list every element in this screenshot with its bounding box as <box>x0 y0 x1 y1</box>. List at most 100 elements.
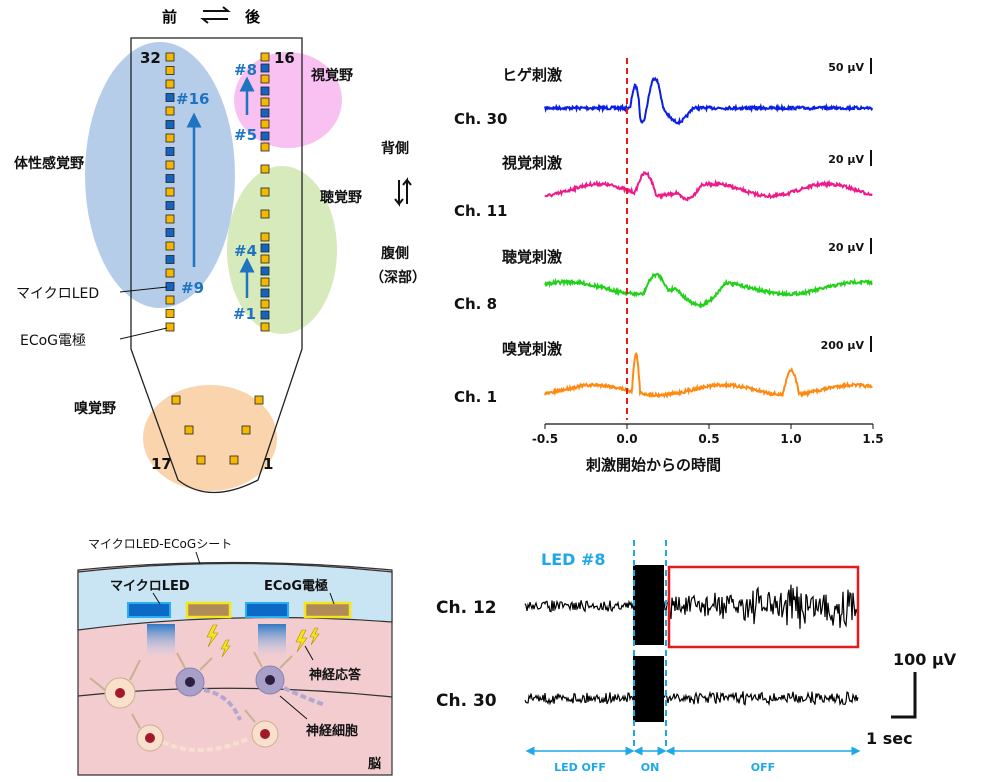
auditory-label: 聴覚野 <box>320 189 362 206</box>
front-back-arrows-icon <box>200 6 231 24</box>
led-on-artifact <box>633 565 664 645</box>
ecog-electrode <box>260 97 270 107</box>
evoked-trace <box>544 272 873 309</box>
x-tick-label: -0.5 <box>532 432 558 446</box>
channel-label: Ch. 11 <box>454 202 507 220</box>
neurons <box>89 651 326 752</box>
ecog-electrode <box>260 187 270 197</box>
channel-1: 1 <box>263 455 273 473</box>
evoked-response-panel: ヒゲ刺激 Ch. 30 視覚刺激 Ch. 11 聴覚刺激 Ch. 8 嗅覚刺激 … <box>454 58 884 474</box>
scale-label: 20 µV <box>828 153 864 166</box>
micro-led <box>260 63 270 73</box>
x-tick-label: 0.5 <box>698 432 719 446</box>
ecog-electrode <box>165 106 175 116</box>
scale-label: 50 µV <box>828 61 864 74</box>
ecog-electrode <box>165 66 175 75</box>
ecog-electrode <box>165 322 175 332</box>
channel-label: Ch. 8 <box>454 295 497 313</box>
scale-voltage: 100 µV <box>893 650 957 669</box>
led-number-5: #5 <box>234 126 257 144</box>
phase-label: ON <box>641 761 660 774</box>
ecog-leader <box>119 327 168 340</box>
channel-label: Ch. 30 <box>454 110 507 128</box>
micro-led <box>260 131 270 141</box>
optogenetic-panel: LED #8 Ch. 12 Ch. 30 100 µV 1 sec LED OF… <box>436 540 957 774</box>
probe-map: 前 後 #16 #9 #8 #5 #4 #1 32 16 17 1 体性感覚 <box>14 6 426 494</box>
led-number-9: #9 <box>181 279 204 297</box>
ecog-electrode <box>196 455 206 465</box>
ecog-electrode <box>165 187 175 197</box>
ecog-electrode <box>171 395 181 405</box>
x-tick-label: 1.5 <box>862 432 883 446</box>
back-label: 後 <box>244 8 261 26</box>
ecog-electrode <box>165 133 175 143</box>
micro-led-chip <box>127 602 171 618</box>
stimulus-label: 嗅覚刺激 <box>502 340 563 358</box>
micro-led <box>165 120 175 129</box>
micro-led-pointer <box>152 592 161 605</box>
ventral-sub-label: （深部） <box>370 269 426 286</box>
dorsal-label: 背側 <box>381 140 409 157</box>
micro-led <box>165 147 175 156</box>
light-beam <box>147 624 175 659</box>
ecog-electrode <box>165 52 175 62</box>
neuron-label: 神経細胞 <box>306 723 358 739</box>
ecog-electrode <box>260 142 270 152</box>
ecog-electrode <box>241 425 251 435</box>
ecog-electrode <box>260 277 270 287</box>
scale-label: 20 µV <box>828 241 864 254</box>
channel-32: 32 <box>140 49 161 67</box>
auditory-region <box>227 166 337 334</box>
recording-trace <box>524 584 859 629</box>
led-on-artifact <box>633 656 664 722</box>
light-beam <box>258 624 286 659</box>
ecog-electrode <box>260 119 270 129</box>
somatosensory-label: 体性感覚野 <box>14 155 84 172</box>
micro-led <box>260 86 270 96</box>
ecog-electrode <box>229 455 239 465</box>
ecog-electrode <box>254 395 264 405</box>
micro-led <box>165 93 175 102</box>
ecog-electrode <box>260 254 270 264</box>
x-tick-label: 1.0 <box>780 432 801 446</box>
ecog-electrode <box>165 214 175 224</box>
ecog-electrode <box>260 164 270 174</box>
front-label: 前 <box>162 8 177 26</box>
micro-led <box>165 282 175 291</box>
ecog-electrode <box>260 52 270 62</box>
ecog-electrode <box>165 241 175 251</box>
sheet-leader <box>195 551 201 565</box>
ecog-electrode <box>260 322 270 332</box>
ecog-electrode <box>185 601 232 619</box>
neural-response-label: 神経応答 <box>309 667 362 683</box>
ecog-electrode <box>165 295 175 305</box>
x-tick-label: 0.0 <box>616 432 637 446</box>
response-pointer <box>304 645 314 661</box>
micro-led <box>260 243 270 253</box>
visual-label: 視覚野 <box>310 67 353 84</box>
micro-led <box>165 255 175 264</box>
recording-trace <box>524 690 859 707</box>
ecog-electrode <box>165 79 175 89</box>
phase-label: LED OFF <box>554 761 606 774</box>
micro-led <box>165 174 175 183</box>
ecog-electrode <box>260 209 270 219</box>
micro-led <box>260 310 270 320</box>
device-schematic: マイクロLED-ECoGシート マイクロLED ECoG電極 神経応答 神経細胞… <box>77 537 393 776</box>
channel-label: Ch. 1 <box>454 388 497 406</box>
scale-label: 200 µV <box>821 339 865 352</box>
ecog-electrode <box>260 299 270 309</box>
x-axis-label: 刺激開始からの時間 <box>586 456 721 474</box>
ecog-electrode <box>184 425 194 435</box>
neuron-pointer <box>279 695 308 720</box>
ecog-electrode <box>165 160 175 170</box>
ecog-pointer <box>329 592 335 605</box>
micro-led <box>260 288 270 298</box>
micro-led-chip <box>245 602 289 618</box>
lightning-icon <box>206 624 320 658</box>
stimulus-label: 視覚刺激 <box>501 154 563 172</box>
scale-bar <box>891 672 917 719</box>
channel-label: Ch. 12 <box>436 598 497 618</box>
evoked-trace <box>544 351 874 399</box>
schematic-ecog-label: ECoG電極 <box>264 578 328 594</box>
